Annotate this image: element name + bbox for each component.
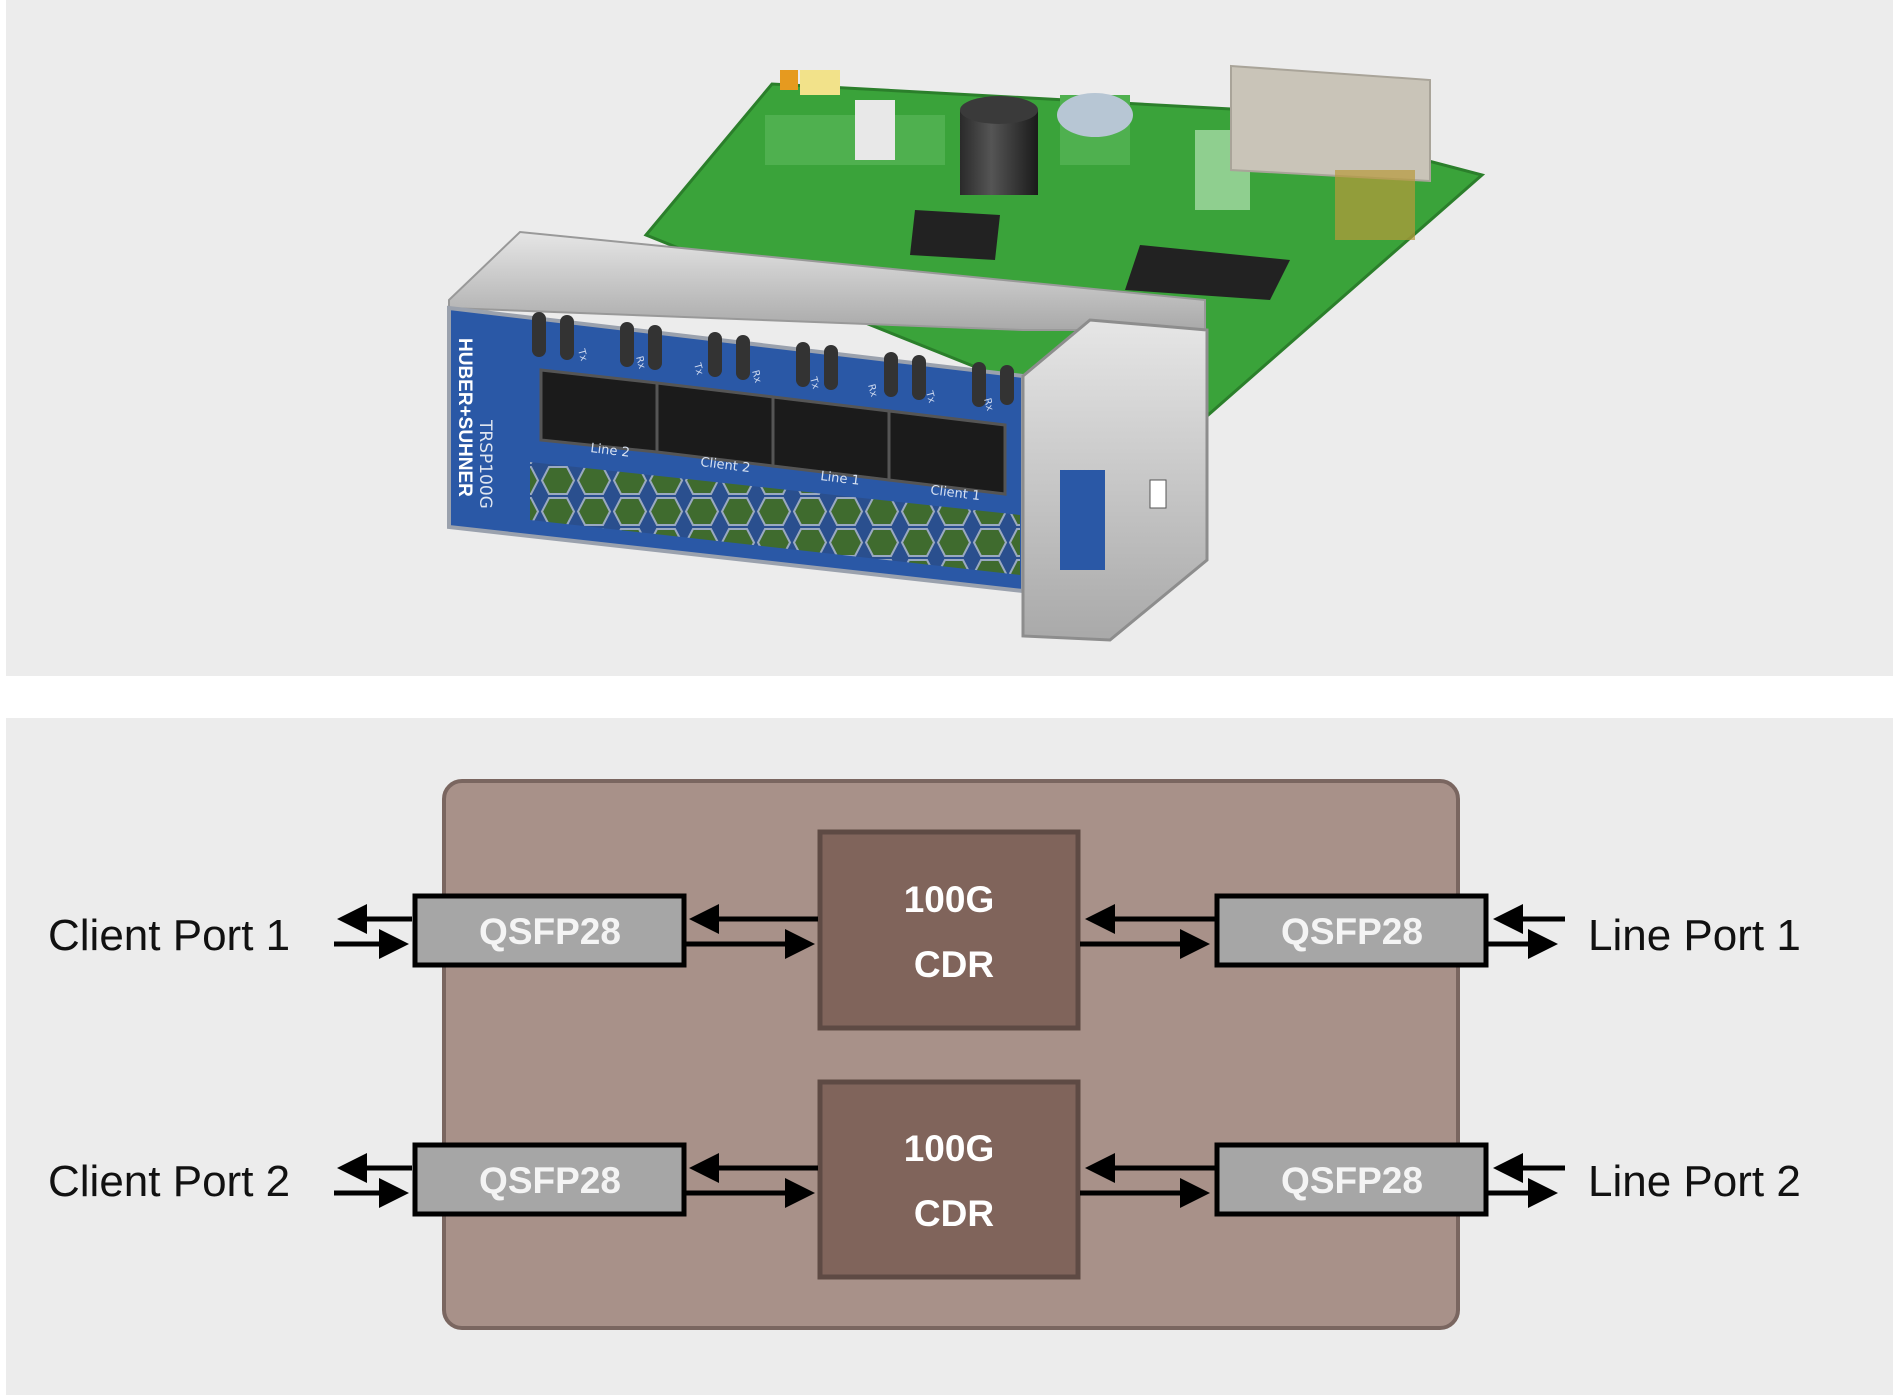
pin-header xyxy=(1335,170,1415,240)
client-port-1-label: Client Port 1 xyxy=(48,911,290,960)
port-label: Client 2 xyxy=(700,455,752,476)
qsfp28-client-2 xyxy=(412,1142,687,1217)
line-port-1-label: Line Port 1 xyxy=(1588,911,1801,960)
port-label: Line 1 xyxy=(820,469,861,489)
capacitor-top xyxy=(960,96,1038,124)
port-label: Client 1 xyxy=(930,483,982,504)
rj-connector xyxy=(1230,64,1431,183)
product-photo: Tx Rx Tx Rx Tx Rx Tx Rx Line 2 Client 2 … xyxy=(447,64,1486,642)
hex-vent xyxy=(530,462,1020,575)
module-label: QSFP28 xyxy=(479,911,621,952)
qsfp-port-client-2 xyxy=(655,381,775,468)
client-port-2-label: Client Port 2 xyxy=(48,1157,290,1206)
chip xyxy=(1125,245,1290,300)
module-label: QSFP28 xyxy=(479,1160,621,1201)
model-label: TRSP100G xyxy=(475,419,495,509)
qsfp28-line-2 xyxy=(1214,1142,1489,1217)
rx-label: Rx xyxy=(749,369,763,384)
bracket-slot xyxy=(1149,479,1167,509)
qsfp-port-line-2 xyxy=(539,368,659,454)
chip xyxy=(910,210,1000,260)
tx-label: Tx xyxy=(923,389,937,405)
capacitor xyxy=(960,110,1038,195)
qsfp28-line-1 xyxy=(1214,893,1489,968)
tx-label: Tx xyxy=(807,375,821,391)
vent-slots xyxy=(532,312,1014,407)
tx-label: Tx xyxy=(691,361,705,377)
qsfp-port-client-1 xyxy=(887,409,1007,496)
component xyxy=(800,70,840,95)
port-label: Line 2 xyxy=(590,441,631,461)
module-label: QSFP28 xyxy=(1281,1160,1423,1201)
cdr-label: CDR xyxy=(914,1193,994,1234)
component xyxy=(1057,93,1133,137)
cdr-block-1 xyxy=(817,829,1081,1031)
rx-label: Rx xyxy=(633,355,647,370)
tx-label: Tx xyxy=(575,347,589,363)
line-port-2-label: Line Port 2 xyxy=(1588,1157,1801,1206)
rx-label: Rx xyxy=(865,383,879,398)
brand-logo: HUBER+SUHNER xyxy=(454,338,475,497)
cdr-block-2 xyxy=(817,1079,1081,1280)
rx-label: Rx xyxy=(981,397,995,412)
qsfp-port-line-1 xyxy=(771,395,891,482)
cdr-label: CDR xyxy=(914,944,994,985)
cdr-rate: 100G xyxy=(904,879,995,920)
block-diagram: 100G CDR 100G CDR QSFP28 QSFP28 QSFP28 Q… xyxy=(48,779,1801,1330)
signal-arrows xyxy=(334,904,1565,1208)
module-label: QSFP28 xyxy=(1281,911,1423,952)
component xyxy=(855,100,895,160)
bracket-label xyxy=(1060,470,1105,570)
component xyxy=(780,70,798,90)
cdr-rate: 100G xyxy=(904,1128,995,1169)
qsfp28-client-1 xyxy=(412,893,687,968)
